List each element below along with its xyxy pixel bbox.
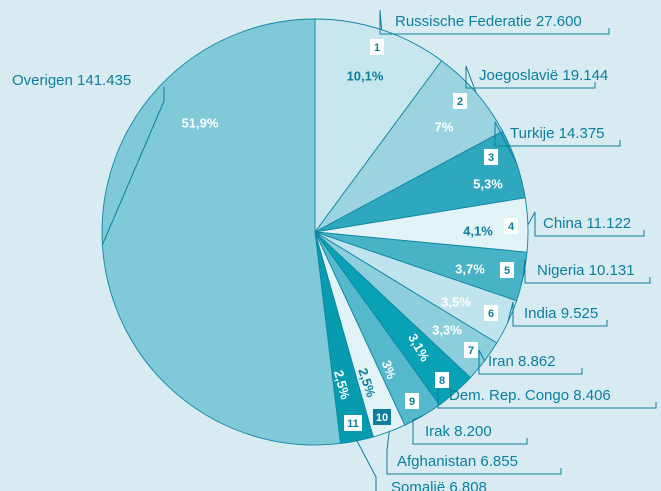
slice-label: Iran 8.862: [488, 353, 556, 370]
rank-box: [344, 415, 362, 431]
rank-number: 6: [488, 308, 494, 320]
slice-label: Nigeria 10.131: [537, 262, 635, 279]
rank-box: [504, 218, 518, 234]
slice-label: Afghanistan 6.855: [397, 453, 518, 470]
slice-label: Russische Federatie 27.600: [395, 13, 582, 30]
rank-number: 10: [376, 412, 388, 424]
rank-box: [435, 372, 449, 388]
slice-percentage: 5,3%: [473, 176, 503, 191]
slice-label: Irak 8.200: [425, 423, 492, 440]
pie-slices: [101, 18, 529, 446]
leader-line: [507, 301, 608, 327]
leader-line: [522, 258, 651, 284]
rank-box: [370, 39, 384, 55]
leader-line: [386, 431, 562, 475]
rank-number: 9: [409, 396, 415, 408]
leader-line: [412, 415, 528, 445]
slice-label: Dem. Rep. Congo 8.406: [449, 387, 611, 404]
slice-percentage: 3,5%: [441, 294, 471, 309]
rank-number: 5: [504, 265, 510, 277]
rank-number: 4: [508, 221, 515, 233]
slice-percentage: 10,1%: [347, 68, 384, 83]
leader-line: [494, 121, 621, 164]
leader-line: [379, 9, 610, 35]
rank-box: [405, 393, 419, 409]
rank-number: 11: [347, 418, 359, 430]
slice-label: Joegoslavië 19.144: [479, 67, 608, 84]
leader-line: [478, 349, 583, 375]
leader-line: [527, 211, 645, 237]
rank-number: 3: [488, 152, 494, 164]
pie-slice-1: [314, 18, 443, 234]
slice-percentage: 4,1%: [463, 223, 493, 238]
slice-percentage: 51,9%: [182, 115, 219, 130]
rank-box: [484, 149, 498, 165]
rank-number: 2: [457, 96, 463, 108]
pie-slice-overigen: [101, 18, 342, 446]
slice-label: China 11.122: [543, 215, 631, 232]
rank-box: [484, 305, 498, 321]
slice-percentage: 3%: [379, 358, 400, 381]
slice-label: India 9.525: [524, 305, 598, 322]
leader-line: [356, 440, 494, 491]
rank-box: [453, 93, 467, 109]
slice-percentage: 3,7%: [455, 261, 485, 276]
rank-number: 7: [468, 345, 474, 357]
rank-number: 1: [374, 42, 380, 54]
rank-box: [464, 342, 478, 358]
leader-line: [101, 87, 165, 245]
leader-line: [465, 65, 596, 93]
slice-label: Turkije 14.375: [510, 125, 605, 142]
slice-percentage: 7%: [435, 119, 454, 134]
slice-percentage: 3,3%: [432, 322, 462, 337]
slice-label: Overigen 141.435: [12, 72, 131, 89]
rank-box: [373, 409, 391, 425]
slice-label: Somalië 6.808: [391, 479, 487, 491]
rank-box: [500, 262, 514, 278]
rank-number: 8: [439, 375, 445, 387]
